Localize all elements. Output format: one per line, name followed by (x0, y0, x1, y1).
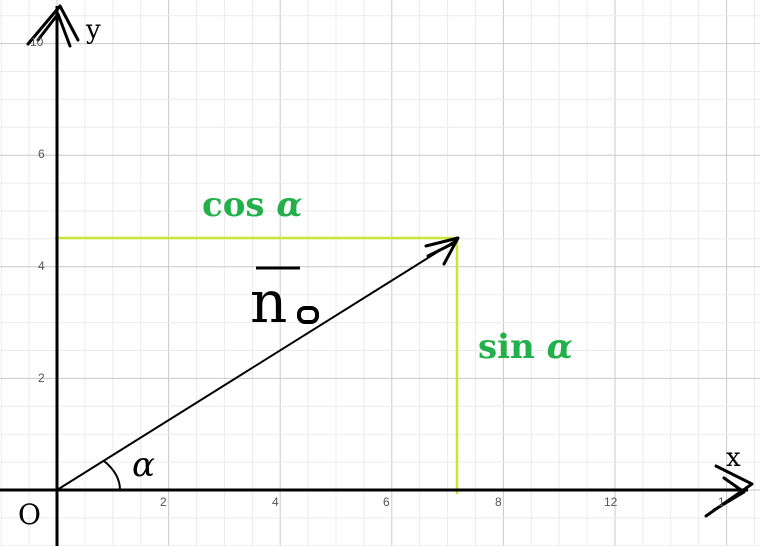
origin-label: O (18, 498, 41, 531)
y-tick-label: 2 (38, 371, 45, 385)
x-tick-label: 1 (718, 495, 725, 509)
sin-alpha-label: sin α (478, 327, 573, 367)
vector-subscript-zero (297, 306, 319, 324)
y-axis-arrowhead (26, 4, 80, 48)
y-tick-label: 4 (38, 259, 45, 273)
y-axis (26, 4, 80, 546)
x-tick-label: 6 (383, 495, 390, 509)
x-tick-label: 12 (604, 495, 618, 509)
cos-alpha-symbol: α (276, 185, 302, 225)
x-tick-label: 2 (160, 495, 167, 509)
y-tick-label: 6 (38, 147, 45, 161)
y-tick-label: 10 (30, 35, 44, 49)
x-tick-label: 4 (272, 495, 279, 509)
x-axis-label: x (726, 443, 741, 473)
vector-arrowhead (424, 236, 460, 266)
cos-word: cos (202, 185, 265, 225)
cos-alpha-label: cos α (202, 185, 303, 225)
x-axis (0, 464, 754, 518)
sin-alpha-symbol: α (547, 327, 573, 367)
sin-word: sin (478, 327, 535, 367)
vector-label: n (250, 266, 319, 336)
vector-letter: n (250, 268, 287, 336)
x-tick-label: 8 (495, 495, 502, 509)
unit-vector (56, 236, 460, 491)
x-axis-arrowhead (704, 464, 754, 518)
y-axis-label: y (85, 15, 101, 45)
angle-alpha-label: α (132, 445, 155, 485)
angle-arc (103, 460, 121, 491)
